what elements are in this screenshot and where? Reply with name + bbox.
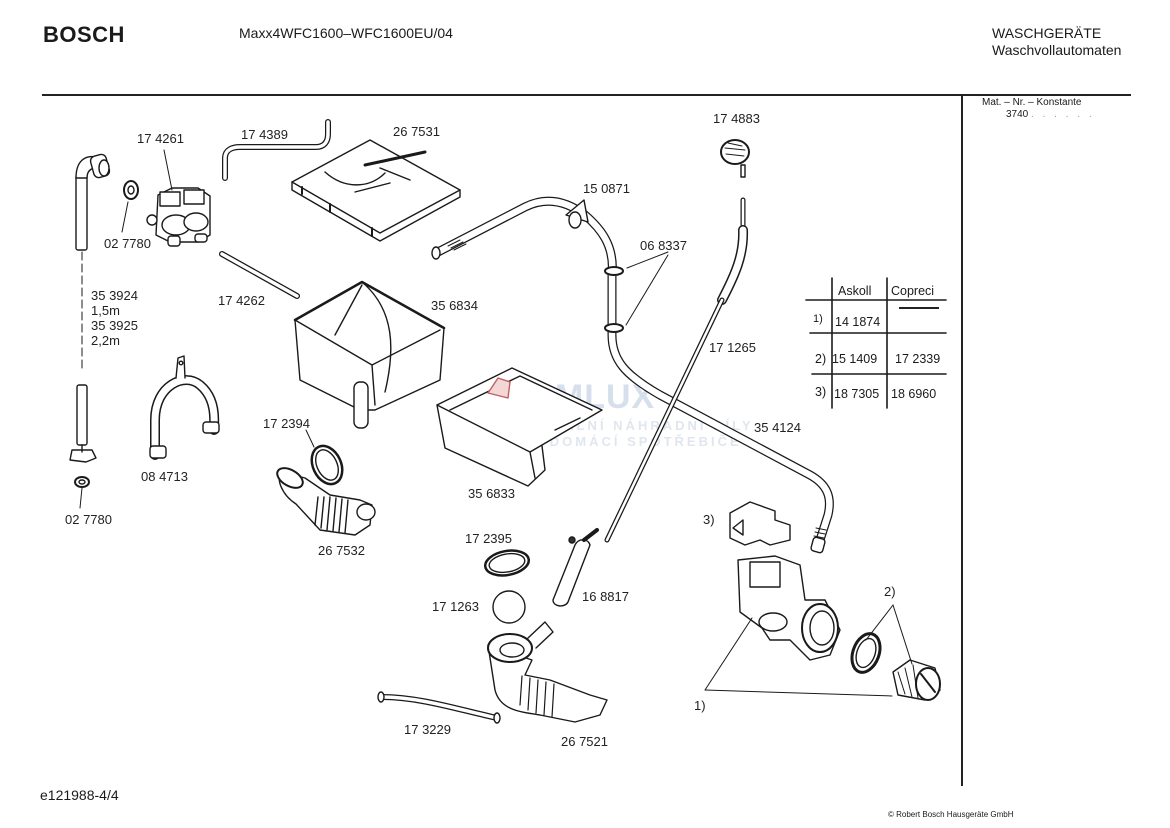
copyright: © Robert Bosch Hausgeräte GmbH bbox=[888, 810, 1014, 819]
table-cell-askoll: 15 1409 bbox=[832, 352, 878, 366]
part-label: 17 4389 bbox=[241, 127, 288, 142]
pressure-hose-part[interactable] bbox=[604, 197, 749, 543]
ball-171263-part[interactable] bbox=[492, 590, 526, 624]
part-label: 02 7780 bbox=[104, 236, 151, 251]
part-label: 17 1263 bbox=[432, 599, 479, 614]
table-cell-copreci: 18 6960 bbox=[891, 387, 937, 401]
sidebar-divider bbox=[961, 96, 963, 786]
siphon-part[interactable] bbox=[149, 355, 220, 460]
part-label: 26 7532 bbox=[318, 543, 365, 558]
part-label: 35 6833 bbox=[468, 486, 515, 501]
hose-354124-part[interactable] bbox=[607, 270, 834, 554]
part-label: 35 3924 bbox=[91, 288, 138, 303]
part-label: 35 4124 bbox=[754, 420, 801, 435]
reference-label-2: 2) bbox=[884, 584, 896, 599]
table-header-copreci: Copreci bbox=[891, 284, 935, 298]
bellows-267532-part[interactable] bbox=[274, 464, 376, 536]
washer-part-bottom[interactable] bbox=[74, 476, 90, 509]
hose-length-label: 1,5m bbox=[91, 303, 120, 318]
table-cell-copreci: 17 2339 bbox=[895, 352, 941, 366]
table-header-askoll: Askoll bbox=[838, 284, 872, 298]
pump-cover-part[interactable] bbox=[729, 501, 791, 546]
table-row-ref: 1) bbox=[813, 313, 823, 325]
model-number: Maxx4WFC1600–WFC1600EU/04 bbox=[239, 25, 453, 41]
supplier-table-grid bbox=[805, 277, 947, 409]
table-cell-askoll: 18 7305 bbox=[834, 387, 880, 401]
watermark-line2: PRO DOMÁCÍ SPOTŘEBIČE bbox=[506, 434, 742, 449]
part-label: 35 3925 bbox=[91, 318, 138, 333]
hose-length-label: 2,2m bbox=[91, 333, 120, 348]
part-label: 08 4713 bbox=[141, 469, 188, 484]
part-label: 16 8817 bbox=[582, 589, 629, 604]
sump-267521-part[interactable] bbox=[487, 621, 608, 723]
inlet-hose-part[interactable] bbox=[69, 153, 111, 463]
material-value: 3740 . . . . . . bbox=[1006, 109, 1095, 120]
pump-seal-part[interactable] bbox=[847, 630, 885, 676]
part-label: 26 7531 bbox=[393, 124, 440, 139]
part-label: 26 7521 bbox=[561, 734, 608, 749]
part-label: 06 8337 bbox=[640, 238, 687, 253]
category-title: WASCHGERÄTE bbox=[992, 25, 1102, 41]
drain-pump-part[interactable] bbox=[704, 555, 893, 697]
dispenser-cover-part[interactable] bbox=[291, 139, 461, 242]
oring-172394-part[interactable] bbox=[305, 429, 348, 489]
detergent-drawer-part[interactable] bbox=[436, 367, 603, 487]
air-trap-part[interactable] bbox=[552, 528, 599, 607]
part-label: 17 3229 bbox=[404, 722, 451, 737]
pressure-switch-part[interactable] bbox=[720, 139, 750, 178]
material-label: Mat. – Nr. – Konstante bbox=[982, 97, 1082, 108]
part-label: 17 1265 bbox=[709, 340, 756, 355]
part-label: 35 6834 bbox=[431, 298, 478, 313]
table-cell-askoll: 14 1874 bbox=[835, 315, 881, 329]
table-cell-copreci-empty bbox=[899, 307, 939, 309]
reference-label-1: 1) bbox=[694, 698, 706, 713]
subcategory-title: Waschvollautomaten bbox=[992, 42, 1122, 58]
hose-174262-part[interactable] bbox=[219, 251, 300, 299]
hose-150871-part[interactable] bbox=[431, 196, 617, 280]
oring-172395-part[interactable] bbox=[483, 547, 531, 578]
part-label: 17 4262 bbox=[218, 293, 265, 308]
table-row-ref: 2) bbox=[815, 352, 827, 366]
washer-part-top[interactable] bbox=[121, 180, 139, 233]
material-dots: . . . . . . bbox=[1031, 109, 1095, 120]
hose-174389-part[interactable] bbox=[222, 119, 331, 181]
hose-clip-part[interactable] bbox=[604, 251, 669, 333]
part-label: 15 0871 bbox=[583, 181, 630, 196]
part-label: 02 7780 bbox=[65, 512, 112, 527]
part-label: 17 2394 bbox=[263, 416, 310, 431]
pump-filter-part[interactable] bbox=[865, 604, 941, 701]
brand-logo: BOSCH bbox=[43, 22, 125, 47]
material-number: 3740 bbox=[1006, 109, 1029, 120]
part-label: 17 4261 bbox=[137, 131, 184, 146]
part-label: 17 4883 bbox=[713, 111, 760, 126]
part-label: 17 2395 bbox=[465, 531, 512, 546]
reference-label-3: 3) bbox=[703, 512, 715, 527]
drawing-id: e121988-4/4 bbox=[40, 787, 119, 803]
hose-173229-part[interactable] bbox=[377, 691, 501, 724]
header-divider bbox=[42, 94, 1131, 96]
solenoid-valve-part[interactable] bbox=[146, 149, 211, 247]
table-row-ref: 3) bbox=[815, 385, 827, 399]
dispenser-housing-part[interactable] bbox=[293, 280, 446, 429]
supplier-table: Askoll Copreci 1) 14 1874 2) 15 1409 17 … bbox=[805, 278, 947, 408]
